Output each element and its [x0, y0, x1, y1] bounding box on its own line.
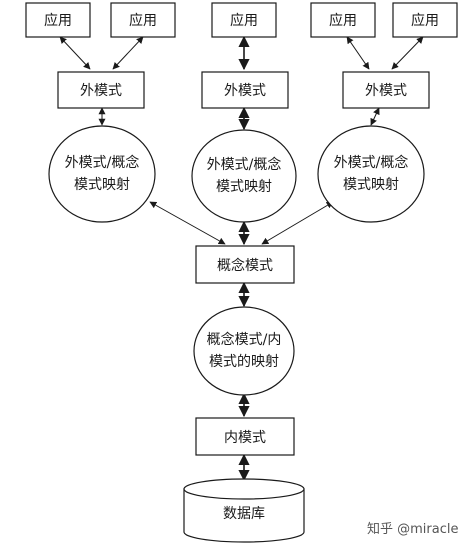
app-box-5: 应用: [392, 2, 458, 38]
database-cylinder: 数据库: [183, 478, 305, 543]
app-label-5: 应用: [411, 12, 439, 29]
connector-app1-ext1: [59, 36, 91, 70]
app-label-3: 应用: [230, 12, 258, 29]
app-box-1: 应用: [25, 2, 91, 38]
external-schema-label-1: 外模式: [80, 83, 122, 99]
app-box-3: 应用: [211, 2, 277, 38]
app-box-2: 应用: [110, 2, 176, 38]
conceptual-schema-label: 概念模式: [217, 257, 273, 274]
connector-app5-ext3: [391, 36, 424, 70]
connector-app4-ext3: [346, 36, 370, 70]
mapping-1-line-2: 模式映射: [74, 177, 130, 193]
app-label-1: 应用: [44, 12, 72, 29]
ext-conceptual-mapping-3: 外模式/概念 模式映射: [317, 125, 425, 223]
conceptual-schema-box: 概念模式: [195, 245, 295, 284]
connector-ext3-map3: [370, 107, 380, 126]
internal-schema-label: 内模式: [224, 430, 266, 446]
external-schema-box-3: 外模式: [342, 71, 430, 109]
external-schema-box-1: 外模式: [57, 71, 145, 109]
mapping-2-line-1: 外模式/概念: [207, 156, 282, 173]
connectors: [59, 35, 424, 482]
ext-conceptual-mapping-2: 外模式/概念 模式映射: [191, 129, 297, 223]
external-schema-box-2: 外模式: [201, 71, 289, 109]
app-label-2: 应用: [129, 12, 157, 29]
connector-map3-conceptual: [261, 201, 334, 245]
mapping-3-line-1: 外模式/概念: [334, 154, 409, 171]
connector-app2-ext1: [112, 36, 144, 70]
mapping-3-line-2: 模式映射: [343, 177, 399, 193]
internal-schema-box: 内模式: [195, 417, 295, 456]
mapping-4-line-1: 概念模式/内: [207, 331, 282, 348]
connector-map1-conceptual: [149, 201, 226, 245]
watermark: 知乎 @miracle: [367, 521, 458, 537]
app-box-4: 应用: [310, 2, 376, 38]
database-label: 数据库: [223, 506, 265, 522]
mapping-2-line-2: 模式映射: [216, 179, 272, 195]
mapping-4-line-2: 模式的映射: [209, 354, 279, 370]
external-schema-label-2: 外模式: [224, 83, 266, 99]
ext-conceptual-mapping-1: 外模式/概念 模式映射: [48, 125, 156, 223]
mapping-1-line-1: 外模式/概念: [65, 154, 140, 171]
external-schema-label-3: 外模式: [365, 83, 407, 99]
conceptual-internal-mapping: 概念模式/内 模式的映射: [193, 306, 295, 396]
app-label-4: 应用: [329, 12, 357, 29]
